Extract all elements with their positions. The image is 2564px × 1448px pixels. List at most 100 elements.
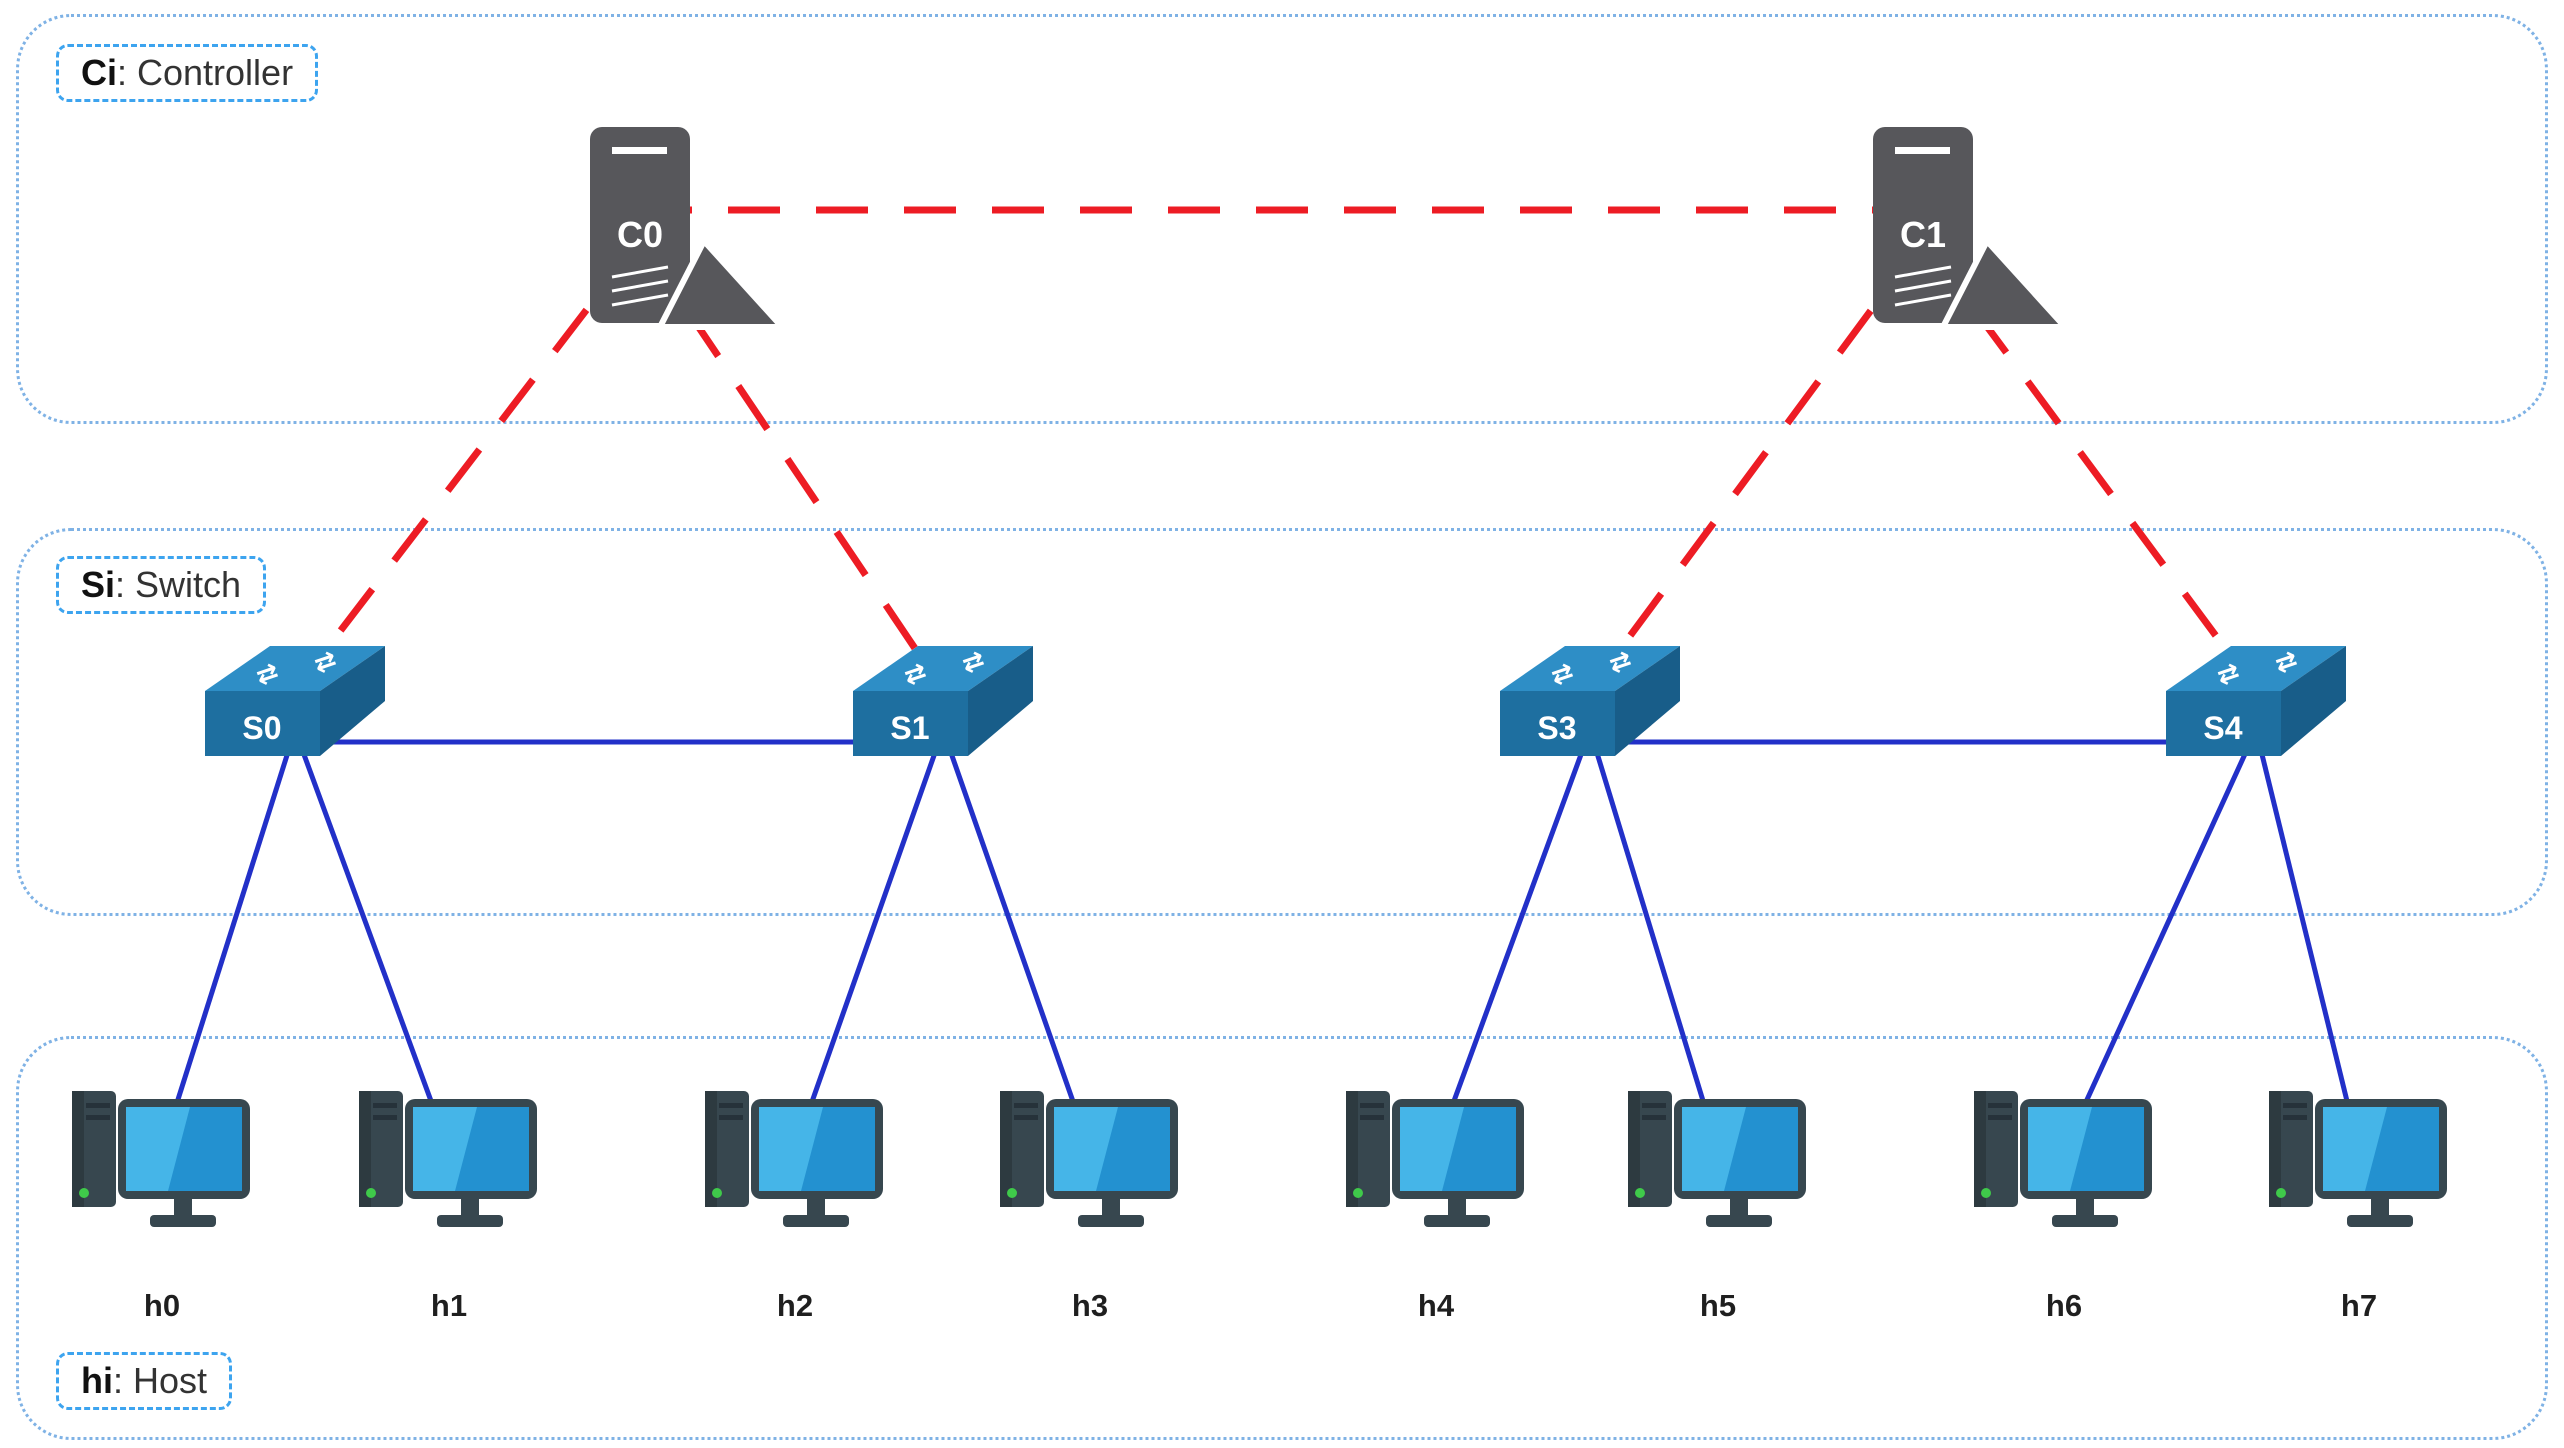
switch-side-face [968, 646, 1033, 756]
host-computer-icon [1974, 1091, 2152, 1227]
host-power-led [366, 1188, 376, 1198]
controller-zone-tag: Ci: Controller [56, 44, 319, 102]
data-link-S0-h0 [159, 729, 298, 1151]
host-tower-slot [1988, 1115, 2012, 1120]
host-screen-highlight [126, 1107, 190, 1191]
host-screen-highlight [759, 1107, 823, 1191]
host-screen-highlight [1682, 1107, 1746, 1191]
host-zone [16, 1036, 2548, 1440]
host-monitor-base [783, 1215, 849, 1227]
data-link-S3-h5 [1587, 729, 1721, 1151]
switch-node-S4: ⇄ ⇄ S4 [2161, 636, 2351, 761]
switch-zone-tag-bold: Si [81, 564, 116, 605]
host-tower-slot [86, 1103, 110, 1108]
host-tower-slot [719, 1115, 743, 1120]
host-label-h3: h3 [1071, 1288, 1109, 1323]
host-screen-highlight [1054, 1107, 1118, 1191]
host-monitor-neck [807, 1199, 825, 1215]
host-power-led [1007, 1188, 1017, 1198]
host-tower-slot [1014, 1115, 1038, 1120]
host-monitor-base [437, 1215, 503, 1227]
switch-label: S4 [2203, 710, 2242, 746]
host-monitor-base [2052, 1215, 2118, 1227]
host-label-h5: h5 [1699, 1288, 1737, 1323]
server-cursor-triangle [657, 238, 785, 330]
host-zone-tag-rest: : Host [113, 1360, 208, 1401]
host-tower-shade [1346, 1091, 1358, 1207]
switch-zone-tag: Si: Switch [56, 556, 267, 614]
host-power-led [1981, 1188, 1991, 1198]
host-label-h2: h2 [776, 1288, 814, 1323]
switch-side-face [2281, 646, 2346, 756]
host-tower-slot [1360, 1115, 1384, 1120]
host-monitor-base [1424, 1215, 1490, 1227]
host-zone-tag-bold: hi [81, 1360, 113, 1401]
host-node-h7 [2259, 1085, 2459, 1235]
host-power-led [1635, 1188, 1645, 1198]
switch-top-face [1500, 646, 1680, 691]
host-tower-shade [1974, 1091, 1986, 1207]
host-tower-slot [2283, 1103, 2307, 1108]
data-link-S3-h4 [1433, 729, 1593, 1151]
host-tower-slot [373, 1103, 397, 1108]
server-vents [1894, 265, 1952, 307]
host-node-h3 [990, 1085, 1190, 1235]
host-screen-highlight [2323, 1107, 2387, 1191]
host-monitor-base [1706, 1215, 1772, 1227]
host-node-h6 [1964, 1085, 2164, 1235]
controller-label: C0 [617, 214, 663, 255]
host-label-h6: h6 [2045, 1288, 2083, 1323]
switch-side-face [1615, 646, 1680, 756]
host-tower-slot [1642, 1115, 1666, 1120]
host-tower-shade [2269, 1091, 2281, 1207]
controller-node-C1: C1 [1865, 125, 2075, 335]
host-tower-shade [72, 1091, 84, 1207]
host-screen-highlight [1400, 1107, 1464, 1191]
host-tower-slot [373, 1115, 397, 1120]
controller-zone-tag-bold: Ci [81, 52, 117, 93]
switch-front-face [1500, 691, 1615, 756]
switch-icon: ⇄ ⇄ S0 [205, 645, 385, 756]
switch-top-face [2166, 646, 2346, 691]
host-screen-highlight [2028, 1107, 2092, 1191]
host-node-h4 [1336, 1085, 1536, 1235]
controller-label: C1 [1900, 214, 1946, 255]
host-tower-shade [1628, 1091, 1640, 1207]
control-link-C0-S0 [292, 237, 643, 693]
data-link-S1-h3 [940, 729, 1093, 1151]
host-monitor-neck [461, 1199, 479, 1215]
switch-top-face [853, 646, 1033, 691]
host-monitor-neck [1102, 1199, 1120, 1215]
host-tower-slot [1988, 1103, 2012, 1108]
switch-front-face [205, 691, 320, 756]
host-monitor-base [2347, 1215, 2413, 1227]
host-computer-icon [705, 1091, 883, 1227]
switch-zone [16, 528, 2548, 916]
host-power-led [2276, 1188, 2286, 1198]
host-tower-slot [86, 1115, 110, 1120]
host-tower-slot [1360, 1103, 1384, 1108]
controller-zone [16, 14, 2548, 424]
switch-icon: ⇄ ⇄ S1 [853, 645, 1033, 756]
server-slot [1895, 147, 1950, 154]
switch-label: S3 [1537, 710, 1576, 746]
host-computer-icon [1346, 1091, 1524, 1227]
switch-node-S0: ⇄ ⇄ S0 [200, 636, 390, 761]
switch-zone-tag-rest: : Switch [115, 564, 242, 605]
host-label-h4: h4 [1417, 1288, 1455, 1323]
host-tower-shade [705, 1091, 717, 1207]
server-cursor-triangle [1940, 238, 2068, 330]
host-node-h5 [1618, 1085, 1818, 1235]
host-power-led [79, 1188, 89, 1198]
data-link-S4-h7 [2253, 729, 2362, 1151]
host-monitor-neck [174, 1199, 192, 1215]
switch-node-S1: ⇄ ⇄ S1 [848, 636, 1038, 761]
host-node-h0 [62, 1085, 262, 1235]
switch-side-face [320, 646, 385, 756]
host-label-h7: h7 [2340, 1288, 2378, 1323]
host-screen-highlight [413, 1107, 477, 1191]
host-zone-tag: hi: Host [56, 1352, 233, 1410]
host-power-led [1353, 1188, 1363, 1198]
server-icon: C0 [590, 127, 785, 330]
